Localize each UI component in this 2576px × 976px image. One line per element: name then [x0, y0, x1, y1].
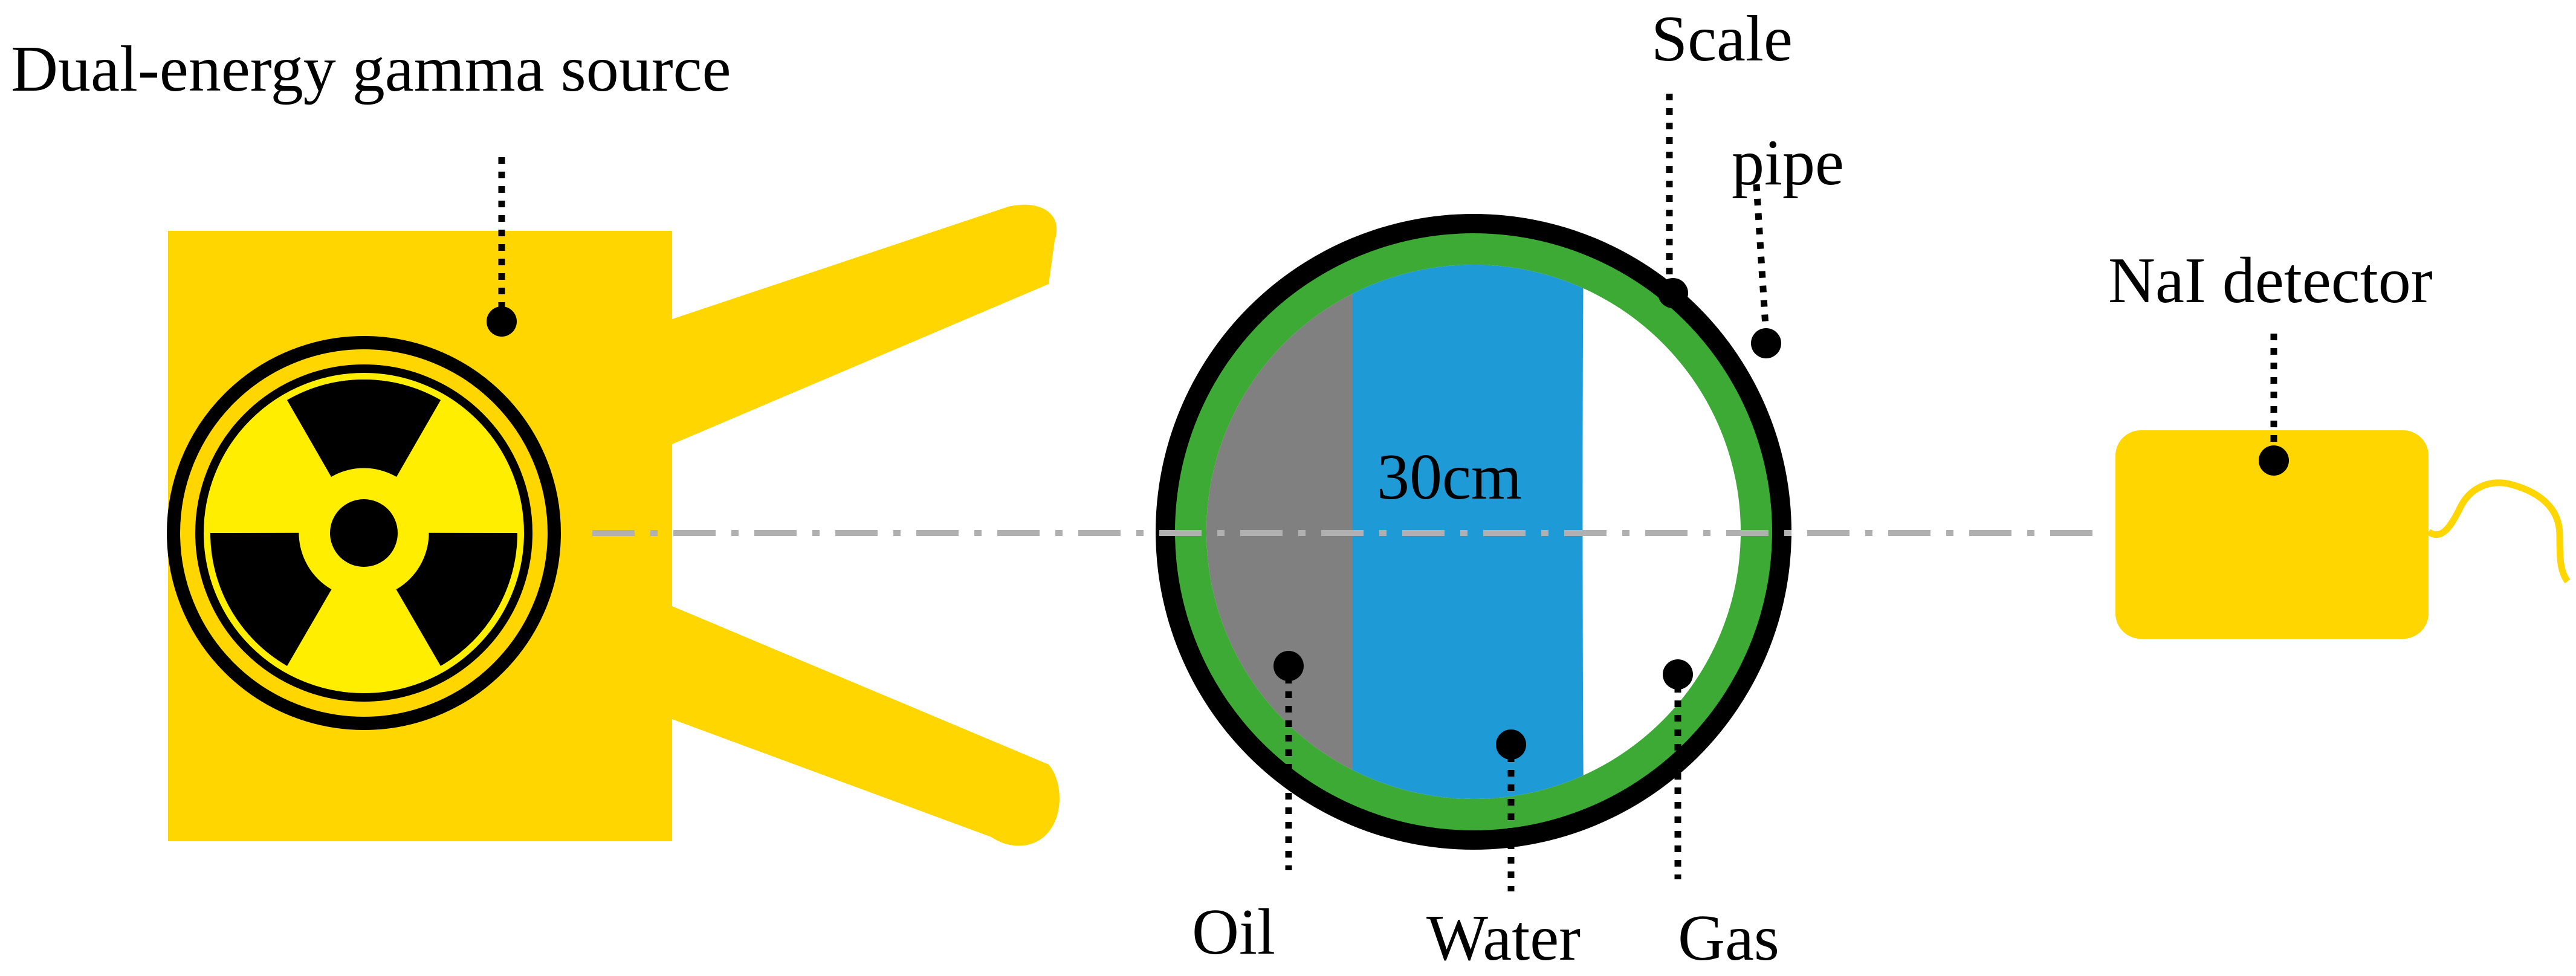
gamma-source	[167, 204, 1060, 846]
text-labels: Dual-energy gamma source Scale pipe NaI …	[11, 3, 2433, 974]
pipe-label: pipe	[1732, 127, 1844, 199]
diameter-label: 30cm	[1377, 441, 1522, 513]
pipe-marker	[1751, 328, 1781, 358]
water-region	[1353, 265, 1584, 799]
trefoil-outer-ring	[167, 336, 561, 730]
trefoil-center	[330, 499, 398, 567]
nai-detector	[2115, 430, 2571, 639]
cable-icon	[2426, 479, 2571, 584]
detector-label: NaI detector	[2108, 245, 2433, 317]
trefoil-blade-left	[287, 380, 441, 477]
oil-marker	[1273, 651, 1304, 681]
source-label: Dual-energy gamma source	[11, 33, 731, 105]
scale-label: Scale	[1651, 3, 1793, 75]
trefoil-blade-lower	[210, 532, 332, 666]
source-marker	[487, 306, 517, 337]
water-marker	[1496, 729, 1526, 760]
gas-marker	[1663, 659, 1693, 690]
water-label: Water	[1426, 902, 1581, 974]
leaders	[487, 94, 2289, 891]
oil-label: Oil	[1192, 896, 1275, 968]
trefoil-blade-right	[396, 532, 518, 666]
detector-marker	[2259, 445, 2289, 476]
scale-marker	[1658, 278, 1688, 308]
pipe-cross-section	[1156, 214, 1791, 850]
detector-body	[2115, 430, 2429, 639]
trefoil-center-ring	[312, 482, 415, 584]
pipe-leader	[1753, 184, 1770, 336]
radiation-trefoil-icon	[167, 336, 561, 730]
gas-label: Gas	[1678, 902, 1779, 974]
